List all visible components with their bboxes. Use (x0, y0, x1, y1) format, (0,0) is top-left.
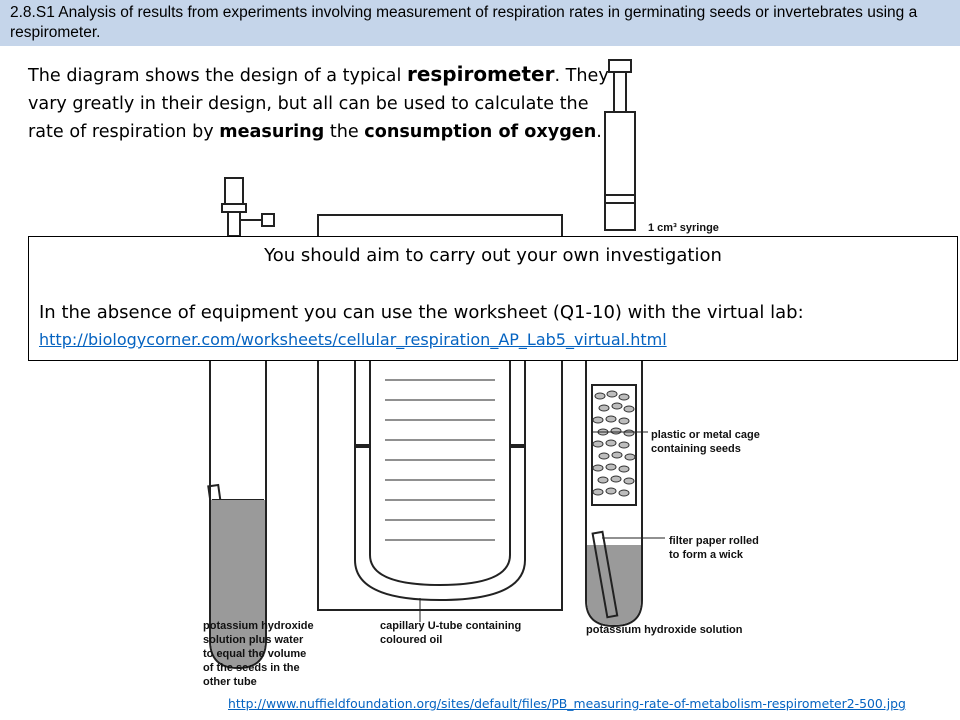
wick-label-line1: filter paper rolled (669, 535, 759, 547)
syringe-label: 1 cm³ syringe (648, 222, 719, 234)
koh-left-label-line4: of the seeds in the (203, 662, 300, 674)
callout-title: You should aim to carry out your own inv… (264, 245, 722, 266)
wick-label-line2: to form a wick (669, 549, 744, 561)
image-source-link[interactable]: http://www.nuffieldfoundation.org/sites/… (228, 696, 906, 711)
header-banner: 2.8.S1 Analysis of results from experime… (0, 0, 960, 46)
koh-left-label-line1: potassium hydroxide (203, 620, 314, 632)
intro-paragraph: The diagram shows the design of a typica… (28, 60, 628, 146)
intro-bold-2: consumption of oxygen (364, 122, 597, 142)
cage-label-line1: plastic or metal cage (651, 429, 760, 441)
callout-body: In the absence of equipment you can use … (39, 302, 804, 323)
slide-title: 2.8.S1 Analysis of results from experime… (10, 4, 918, 41)
virtual-lab-link[interactable]: http://biologycorner.com/worksheets/cell… (39, 330, 667, 349)
intro-bold-1: measuring (219, 122, 325, 142)
koh-left-label-line3: to equal the volume (203, 648, 306, 660)
koh-left-label-line2: solution plus water (203, 634, 304, 646)
intro-text-4: . (596, 122, 602, 142)
cage-label-line2: containing seeds (651, 443, 741, 455)
koh-right-label: potassium hydroxide solution (586, 624, 743, 636)
capillary-label-line2: coloured oil (380, 634, 442, 646)
respirometer-diagram: A B 1 cm³ syringe plastic or metal cage … (180, 59, 760, 688)
intro-term: respirometer (406, 62, 555, 86)
koh-left-label-line5: other tube (203, 676, 257, 688)
intro-text-3: the (324, 122, 365, 142)
intro-text-1: The diagram shows the design of a typica… (28, 66, 407, 86)
intro-text-2: . They vary greatly in their design, but… (28, 66, 609, 142)
capillary-label-line1: capillary U-tube containing (380, 620, 521, 632)
investigation-callout: You should aim to carry out your own inv… (28, 236, 958, 361)
